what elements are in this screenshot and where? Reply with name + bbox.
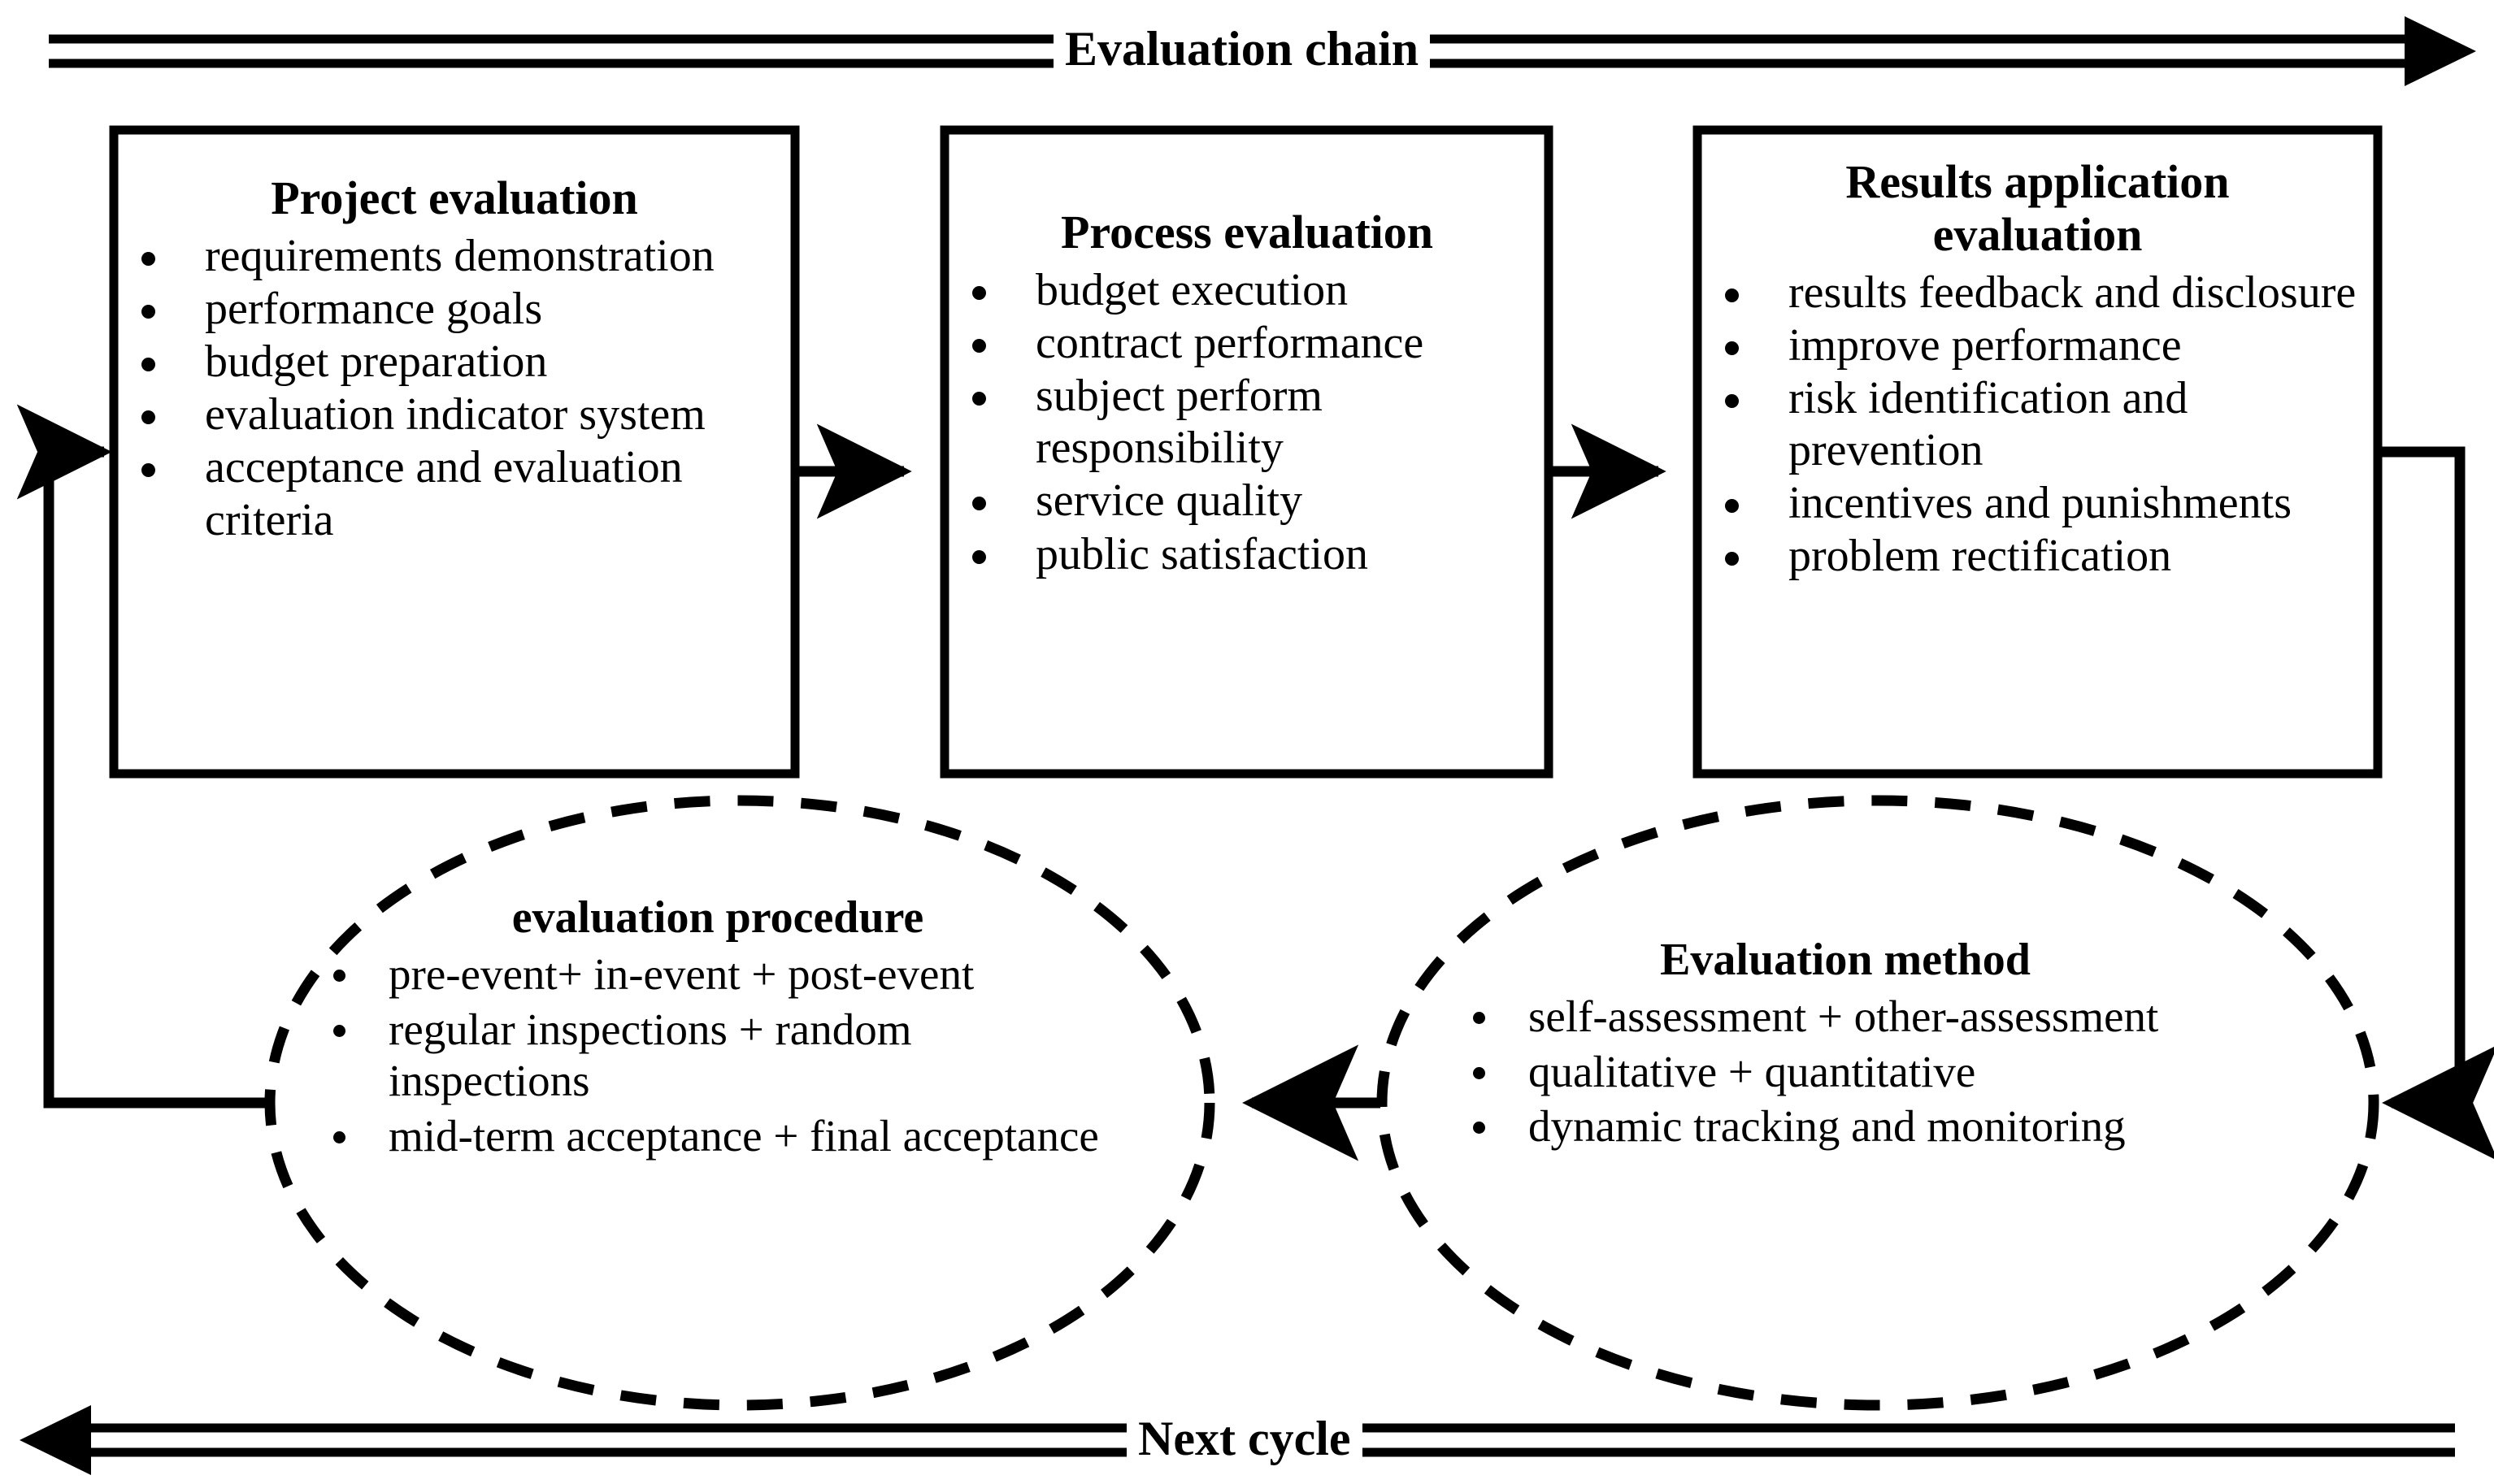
list-item: budget execution: [958, 264, 1536, 316]
list-item: acceptance and evaluation criteria: [127, 441, 782, 545]
box-project-evaluation-bullets: requirements demonstration performance g…: [127, 230, 782, 546]
ellipse-evaluation-method-outline: [1376, 795, 2379, 1411]
box-results-application-evaluation[interactable]: Results application evaluation results f…: [1710, 150, 2365, 761]
list-item: subject perform responsibility: [958, 370, 1536, 474]
list-item: evaluation indicator system: [127, 388, 782, 440]
list-item: qualitative + quantitative: [1455, 1046, 2235, 1098]
box-process-evaluation-outline: [940, 125, 1553, 779]
list-item: problem rectification: [1710, 530, 2365, 582]
list-item: budget preparation: [127, 336, 782, 388]
ellipse-evaluation-procedure-title: evaluation procedure: [511, 892, 924, 943]
box-process-evaluation[interactable]: Process evaluation budget execution cont…: [958, 150, 1536, 761]
bottom-arrow-label: Next cycle: [1127, 1414, 1362, 1463]
list-item: performance goals: [127, 283, 782, 335]
ellipse-evaluation-method-bullets: self-assessment + other-assessment quali…: [1455, 991, 2235, 1152]
list-item: pre-event+ in-event + post-event: [315, 948, 1120, 1000]
ellipse-evaluation-method[interactable]: Evaluation method self-assessment + othe…: [1455, 935, 2235, 1357]
list-item: regular inspections + random inspections: [315, 1004, 1120, 1108]
list-item: contract performance: [958, 317, 1536, 369]
list-item: results feedback and disclosure: [1710, 267, 2365, 319]
list-item: improve performance: [1710, 319, 2365, 371]
ellipse-evaluation-method-title: Evaluation method: [1660, 935, 2031, 985]
list-item: mid-term acceptance + final acceptance: [315, 1110, 1120, 1162]
box-results-application-evaluation-title: Results application evaluation: [1845, 155, 2230, 261]
box-project-evaluation[interactable]: Project evaluation requirements demonstr…: [127, 150, 782, 761]
connector-box3-to-method-ellipse: [2378, 446, 2494, 1161]
list-item: incentives and punishments: [1710, 477, 2365, 529]
list-item: service quality: [958, 475, 1536, 527]
box-project-evaluation-title: Project evaluation: [271, 171, 638, 224]
list-item: public satisfaction: [958, 528, 1536, 580]
list-item: dynamic tracking and monitoring: [1455, 1100, 2235, 1152]
box-results-application-evaluation-bullets: results feedback and disclosure improve …: [1710, 267, 2365, 583]
connector-procedure-ellipse-to-box1: [16, 404, 271, 1109]
ellipse-evaluation-procedure[interactable]: evaluation procedure pre-event+ in-event…: [315, 892, 1120, 1347]
box-process-evaluation-title: Process evaluation: [1060, 206, 1434, 258]
top-arrow-label: Evaluation chain: [1054, 24, 1431, 73]
list-item: requirements demonstration: [127, 230, 782, 282]
box-project-evaluation-outline: [109, 125, 800, 779]
list-item: risk identification and prevention: [1710, 372, 2365, 476]
list-item: self-assessment + other-assessment: [1455, 991, 2235, 1043]
ellipse-evaluation-procedure-bullets: pre-event+ in-event + post-event regular…: [315, 948, 1120, 1162]
box-process-evaluation-bullets: budget execution contract performance su…: [958, 264, 1536, 580]
